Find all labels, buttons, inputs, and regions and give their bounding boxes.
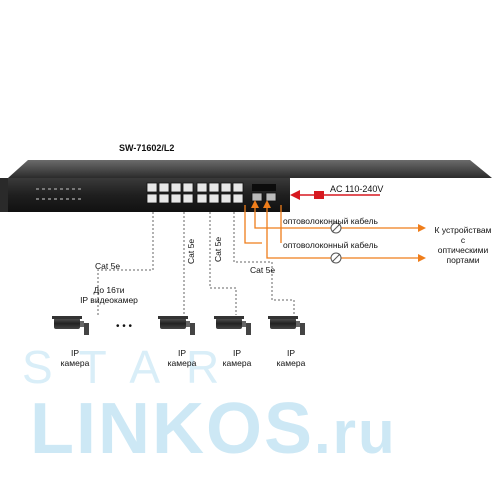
ip-camera-1	[52, 316, 89, 335]
cat5e-label-2: Cat 5e	[186, 238, 196, 264]
fiber-links	[244, 205, 420, 259]
network-switch	[0, 160, 492, 212]
more-cameras-ellipsis: • • •	[116, 321, 133, 332]
camera-label-1: IP камера	[60, 348, 90, 368]
power-plug-icon	[314, 191, 324, 199]
rj45-port-block	[146, 182, 244, 204]
power-label: AC 110-240V	[330, 184, 384, 194]
fiber-connector-icons	[330, 222, 342, 264]
power-arrow-icon	[290, 190, 300, 200]
sfp-ports	[251, 184, 277, 202]
ip-camera-2	[158, 316, 195, 335]
camera-label-4: IP камера	[276, 348, 306, 368]
power-input	[290, 190, 380, 200]
ip-camera-4	[268, 316, 305, 335]
cat5e-label-4: Cat 5e	[250, 265, 276, 275]
switch-left-ear	[0, 178, 8, 212]
fiber-destination-label: К устройствам с оптическими портами	[434, 225, 492, 265]
fiber-cable-label-2: оптоволоконный кабель	[283, 240, 378, 250]
ip-camera-3	[214, 316, 251, 335]
cat5e-label-1: Cat 5e	[95, 261, 121, 271]
cat5e-label-3: Cat 5e	[213, 236, 223, 262]
fiber-cable-label-1: оптоволоконный кабель	[283, 216, 378, 226]
switch-top-face	[8, 160, 492, 178]
fiber-arrows	[251, 200, 426, 262]
switch-model-label: SW-71602/L2	[119, 143, 175, 153]
camera-label-2: IP камера	[167, 348, 197, 368]
camera-count-note: До 16ти IP видеокамер	[80, 285, 138, 305]
camera-label-3: IP камера	[222, 348, 252, 368]
copper-cables	[97, 212, 295, 315]
switch-leds	[36, 188, 81, 200]
